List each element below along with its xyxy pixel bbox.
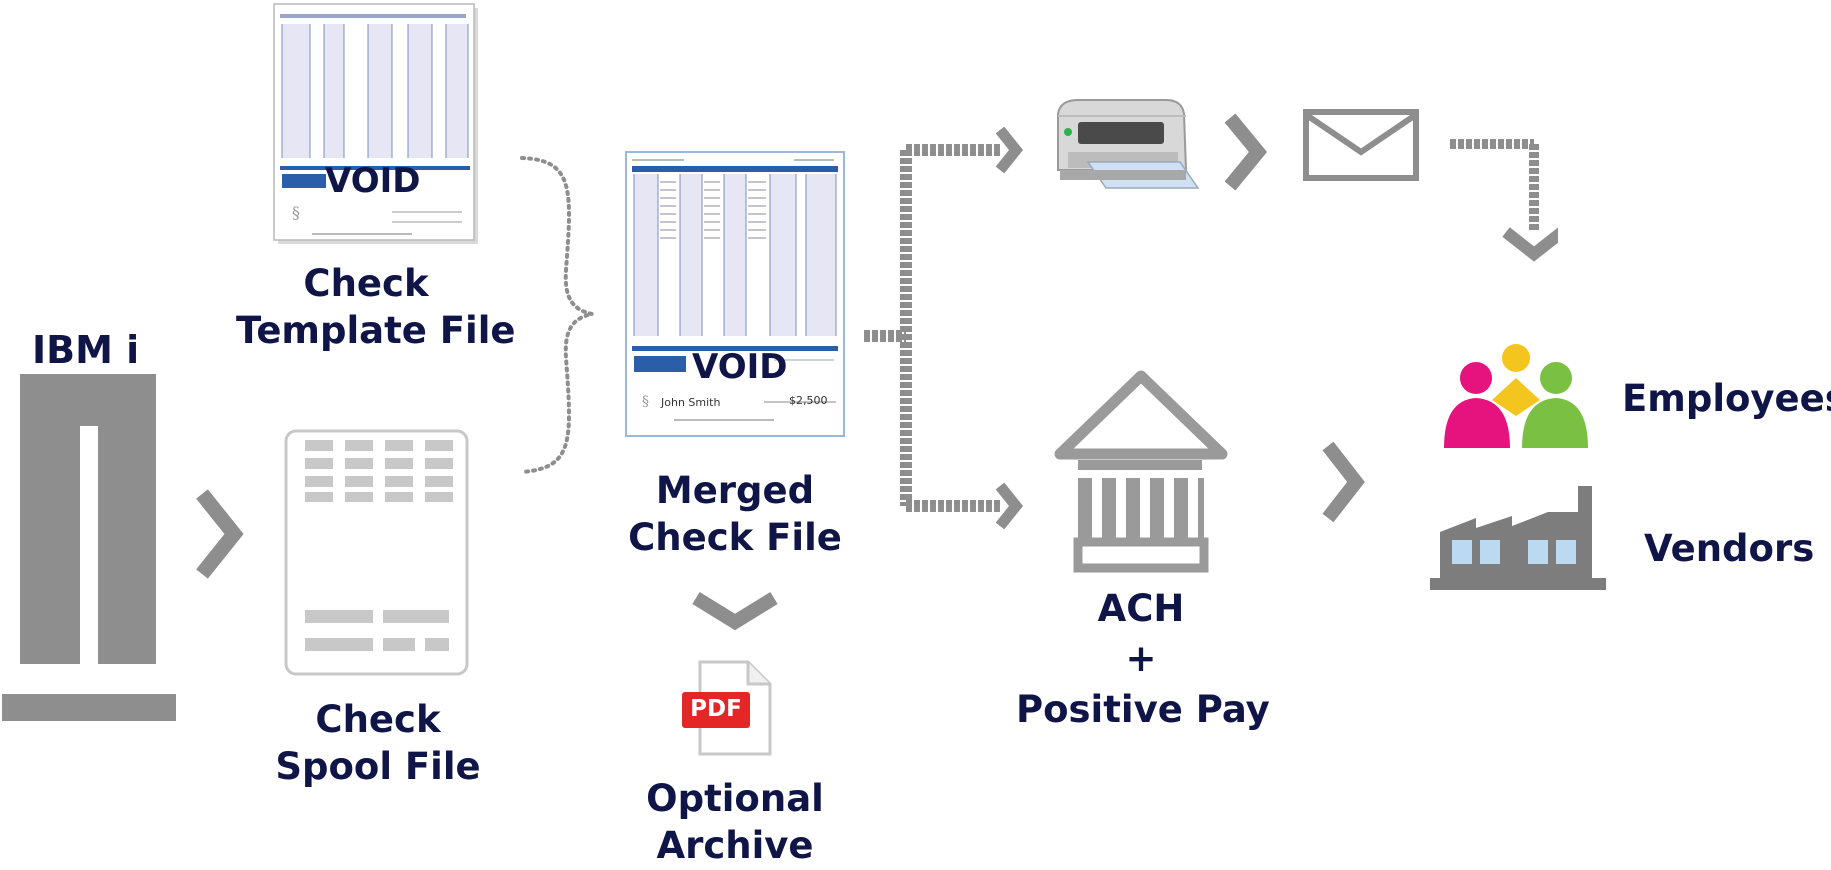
merged-check-icon: § xyxy=(624,150,846,438)
archive-label-line2: Archive xyxy=(656,823,814,867)
template-void-watermark: VOID xyxy=(325,161,421,201)
archive-label: Optional Archive xyxy=(620,776,850,870)
archive-label-line1: Optional xyxy=(646,777,824,820)
merged-file-label-line2: Check File xyxy=(628,516,842,560)
pdf-icon xyxy=(680,658,780,758)
envelope-icon xyxy=(1302,108,1420,184)
spool-file-label-line2: Spool File xyxy=(275,745,481,789)
template-file-label-line2: Template File xyxy=(236,309,516,353)
template-doc-icon: § xyxy=(272,2,482,246)
mail-connector xyxy=(1448,136,1558,266)
svg-text:§: § xyxy=(292,203,300,222)
ach-label: ACH + Positive Pay xyxy=(1016,584,1270,735)
chevron-right-icon xyxy=(194,488,244,580)
ach-label-line1: ACH xyxy=(1097,587,1185,630)
pdf-badge-text: PDF xyxy=(690,696,742,722)
spool-file-label: Check Spool File xyxy=(258,696,498,791)
brace-icon xyxy=(514,150,604,480)
printer-icon xyxy=(1048,96,1204,200)
ach-label-line3: Positive Pay xyxy=(1016,687,1270,731)
chevron-right-icon xyxy=(1222,112,1268,192)
chevron-down-icon xyxy=(690,590,780,634)
spool-doc-icon xyxy=(283,428,471,678)
employees-label: Employees xyxy=(1622,377,1831,420)
merged-file-label: Merged Check File xyxy=(620,467,850,562)
merged-amount: $2,500 xyxy=(789,394,828,407)
template-file-label: Check Template File xyxy=(236,260,516,355)
merged-void-watermark: VOID xyxy=(692,347,788,387)
svg-text:§: § xyxy=(642,394,649,410)
ibm-i-label: IBM i xyxy=(32,328,140,372)
bank-icon xyxy=(1052,368,1230,574)
distribution-connector xyxy=(860,120,1040,540)
vendors-label: Vendors xyxy=(1644,527,1815,570)
template-file-label-line1: Check xyxy=(303,262,429,305)
chevron-right-icon xyxy=(1320,440,1366,524)
mainframe-icon xyxy=(0,372,180,722)
people-icon xyxy=(1444,342,1588,450)
ach-label-line2: + xyxy=(1125,637,1157,681)
factory-icon xyxy=(1428,484,1608,592)
spool-file-label-line1: Check xyxy=(315,698,441,741)
merged-payee: John Smith xyxy=(661,396,721,409)
merged-file-label-line1: Merged xyxy=(655,469,815,512)
